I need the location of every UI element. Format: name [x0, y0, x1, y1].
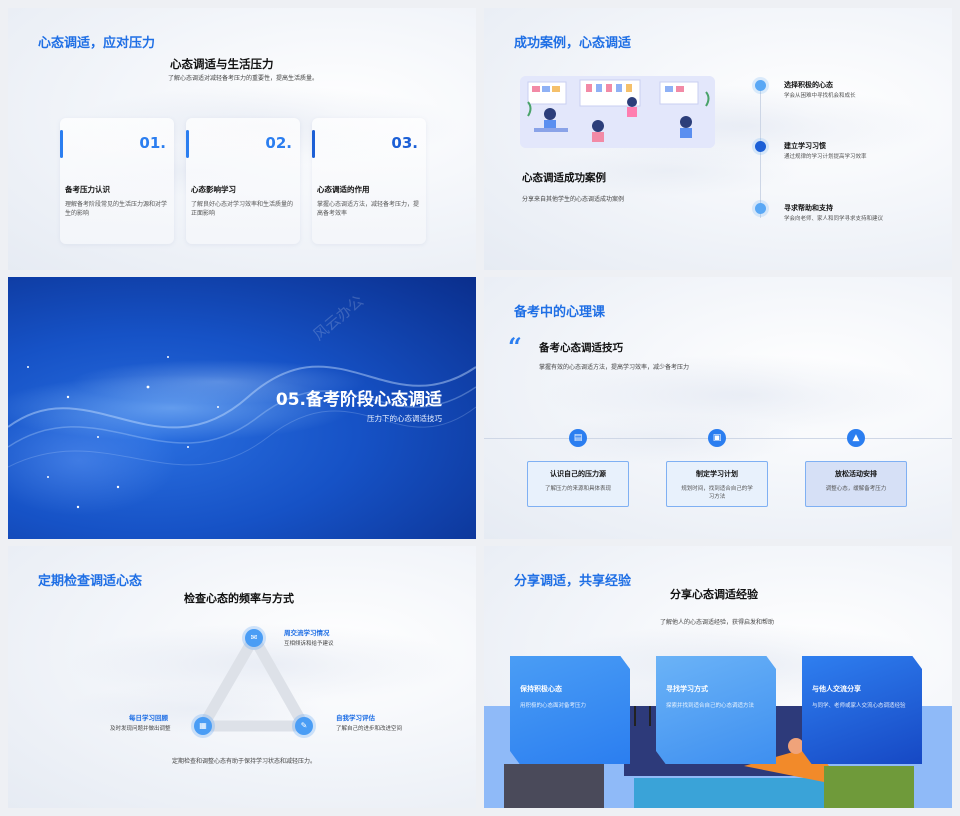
classroom-illustration-svg — [520, 76, 715, 148]
share-card-desc: 与同学、老师或家人交流心态调适经验 — [812, 703, 906, 709]
card-number: 03. — [391, 134, 418, 152]
share-card-3: 与他人交流分享 与同学、老师或家人交流心态调适经验 — [802, 656, 922, 764]
slide-1[interactable]: 心态调适，应对压力 心态调适与生活压力 了解心态调适对减轻备考压力的重要性，提高… — [8, 8, 476, 270]
slide-5[interactable]: 定期检查调适心态 检查心态的频率与方式 ✉ ▦ ✎ 周交流学习情况 互相倾诉和给… — [8, 546, 476, 808]
timeline-line — [760, 88, 761, 218]
slide-heading: 分享心态调适经验 — [670, 588, 758, 601]
section-title: 定期检查调适心态 — [38, 574, 143, 589]
slide-3[interactable]: 风云办公 05.备考阶段心态调适 压力下的心态调适技巧 — [8, 277, 476, 539]
tip-box-2: 制定学习计划 规划时间，找到适合自己的学习方法 — [666, 461, 768, 507]
timeline-title: 建立学习习惯 — [784, 142, 826, 150]
slide-subtitle: 掌握有效的心态调适方法，提高学习效率，减少备考压力 — [539, 364, 690, 371]
timeline-desc: 通过规律的学习计划提高学习效率 — [784, 154, 867, 160]
slide-heading: 心态调适与生活压力 — [170, 57, 274, 71]
card-accent-bar — [186, 130, 189, 158]
tip-desc: 规划时间，找到适合自己的学习方法 — [681, 486, 753, 501]
image-icon: ▣ — [708, 429, 726, 447]
share-card-desc: 用积极的心态面对备考压力 — [520, 703, 587, 709]
card-desc: 理解备考阶段常见的生活压力源和对学生的影响 — [65, 201, 168, 218]
slide-4[interactable]: 备考中的心理课 “ 备考心态调适技巧 掌握有效的心态调适方法，提高学习效率，减少… — [484, 277, 952, 539]
calendar-icon: ▦ — [194, 717, 212, 735]
timeline-desc: 学会向老师、家人和同学寻求支持和建议 — [784, 216, 884, 222]
share-card-title: 寻找学习方式 — [666, 685, 708, 693]
point-desc: 及时发现问题并做出调整 — [110, 726, 171, 732]
flask-icon: ▲ — [847, 429, 865, 447]
edit-icon: ✎ — [295, 717, 313, 735]
slide-subtitle: 分享来自其他学生的心态调适成功案例 — [522, 196, 625, 203]
tip-desc: 了解压力的来源和具体表现 — [544, 486, 611, 492]
tip-desc: 调整心态，缓解备考压力 — [825, 486, 887, 492]
share-card-1: 保持积极心态 用积极的心态面对备考压力 — [510, 656, 630, 764]
tip-box-1: 认识自己的压力源 了解压力的来源和具体表现 — [527, 461, 629, 507]
slide-subtitle: 了解他人的心态调适经验，获得启发和帮助 — [660, 619, 775, 626]
section-heading: 05.备考阶段心态调适 — [275, 390, 442, 410]
card-3: 03. 心态调适的作用 掌握心态调适方法，减轻备考压力，提高备考效率 — [312, 118, 426, 244]
section-title: 分享调适，共享经验 — [514, 574, 632, 589]
share-card-title: 与他人交流分享 — [812, 685, 861, 693]
tip-title: 认识自己的压力源 — [550, 470, 606, 478]
particle-wave-graphic — [8, 356, 476, 509]
card-desc: 了解良好心态对学习效率和生活质量的正面影响 — [191, 201, 294, 218]
point-title: 每日学习回顾 — [129, 714, 168, 722]
chat-icon: ✉ — [245, 629, 263, 647]
classroom-illustration — [520, 76, 715, 148]
timeline-title: 选择积极的心态 — [784, 81, 833, 89]
section-title: 成功案例，心态调适 — [514, 36, 632, 51]
timeline-desc: 学会从困难中寻找机会和成长 — [784, 93, 856, 99]
card-accent-bar — [312, 130, 315, 158]
card-desc: 掌握心态调适方法，减轻备考压力，提高备考效率 — [317, 201, 420, 218]
point-desc: 互相倾诉和给予建议 — [284, 641, 334, 647]
slide-footer: 定期检查和调整心态有助于保持学习状态和减轻压力。 — [172, 758, 317, 765]
card-number: 02. — [265, 134, 292, 152]
section-subtitle: 压力下的心态调适技巧 — [367, 414, 442, 423]
slide-subtitle: 了解心态调适对减轻备考压力的重要性，提高生活质量。 — [168, 75, 319, 82]
point-desc: 了解自己的进步和改进空间 — [336, 726, 403, 732]
card-title: 心态调适的作用 — [317, 185, 370, 194]
tip-title: 制定学习计划 — [696, 470, 738, 478]
slide-6[interactable]: 分享调适，共享经验 分享心态调适经验 了解他人的心态调适经验，获得启发和帮助 保… — [484, 546, 952, 808]
point-title: 周交流学习情况 — [284, 629, 330, 637]
share-card-title: 保持积极心态 — [520, 685, 562, 693]
point-title: 自我学习评估 — [336, 714, 375, 722]
document-icon: ▤ — [569, 429, 587, 447]
card-2: 02. 心态影响学习 了解良好心态对学习效率和生活质量的正面影响 — [186, 118, 300, 244]
quote-icon: “ — [508, 332, 522, 361]
timeline-dot — [755, 80, 766, 91]
slide-heading: 备考心态调适技巧 — [539, 342, 623, 354]
card-1: 01. 备考压力认识 理解备考阶段常见的生活压力源和对学生的影响 — [60, 118, 174, 244]
card-number: 01. — [139, 134, 166, 152]
cycle-triangle — [197, 632, 310, 732]
card-title: 心态影响学习 — [191, 185, 236, 194]
timeline-dot — [755, 203, 766, 214]
share-card-2: 寻找学习方式 探索并找到适合自己的心态调适方法 — [656, 656, 776, 764]
tip-box-3: 放松活动安排 调整心态，缓解备考压力 — [805, 461, 907, 507]
slide-2[interactable]: 成功案例，心态调适 心态调适成功案例 分享来自其他学生的心态调适成功案例 选择积… — [484, 8, 952, 270]
tip-title: 放松活动安排 — [835, 470, 877, 478]
card-title: 备考压力认识 — [65, 185, 110, 194]
timeline-title: 寻求帮助和支持 — [784, 204, 833, 212]
card-accent-bar — [60, 130, 63, 158]
share-card-desc: 探索并找到适合自己的心态调适方法 — [666, 703, 755, 709]
slide-heading: 检查心态的频率与方式 — [184, 592, 294, 605]
section-title: 心态调适，应对压力 — [38, 36, 156, 51]
section-title: 备考中的心理课 — [514, 305, 606, 320]
slide-heading: 心态调适成功案例 — [522, 172, 606, 184]
timeline-dot — [755, 141, 766, 152]
